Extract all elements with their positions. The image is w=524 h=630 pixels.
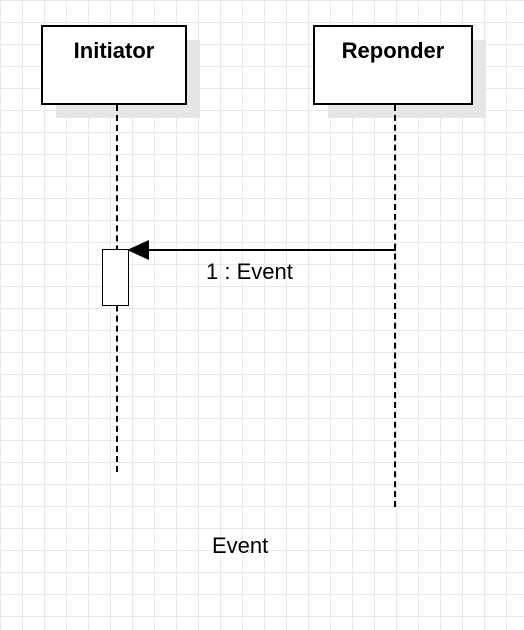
lifeline-reponder bbox=[394, 105, 396, 507]
message-1-line[interactable] bbox=[140, 249, 396, 251]
participant-initiator[interactable]: Initiator bbox=[41, 25, 187, 105]
message-1-label[interactable]: 1 : Event bbox=[206, 259, 293, 284]
activation-bar-initiator[interactable] bbox=[102, 249, 129, 306]
free-text-label[interactable]: Event bbox=[212, 533, 269, 558]
participant-reponder[interactable]: Reponder bbox=[313, 25, 473, 105]
message-1-arrowhead bbox=[127, 240, 149, 260]
